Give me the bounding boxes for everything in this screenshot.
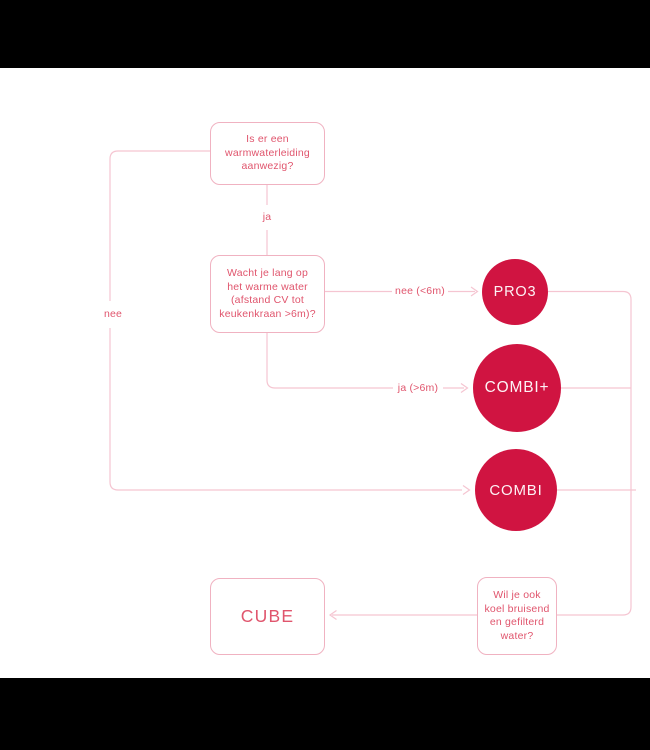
product-combi: COMBI: [475, 449, 557, 531]
question-wachttijd-text: Wacht je lang op het warme water (afstan…: [219, 267, 316, 320]
product-combi-plus-label: COMBI+: [484, 379, 550, 396]
letterbox-top: [0, 0, 650, 68]
question-warmwaterleiding: Is er een warmwaterleiding aanwezig?: [210, 122, 325, 185]
product-cube-label: CUBE: [240, 605, 295, 626]
edge-pro3-bus: [548, 290, 632, 616]
arrowhead-combiplus: [460, 383, 469, 393]
edge-label-ja: ja: [260, 211, 274, 223]
arrowhead-cube: [328, 610, 337, 620]
product-pro3: PRO3: [482, 259, 548, 325]
edge-label-nee-6m: nee (<6m): [393, 285, 447, 297]
question-koel-bruisend-text: Wil je ook koel bruisend en gefilterd wa…: [484, 589, 550, 642]
arrowhead-combi: [462, 485, 471, 495]
edge-nee-bottom: [109, 328, 462, 491]
edge-label-nee: nee: [101, 308, 125, 320]
product-pro3-label: PRO3: [493, 284, 537, 300]
product-combi-label: COMBI: [489, 481, 543, 499]
edge-nee-top: [109, 150, 210, 301]
question-warmwaterleiding-text: Is er een warmwaterleiding aanwezig?: [225, 133, 310, 173]
product-combi-plus: COMBI+: [473, 344, 561, 432]
question-wachttijd: Wacht je lang op het warme water (afstan…: [210, 255, 325, 333]
letterbox-bottom: [0, 678, 650, 750]
edge-ja6m-left: [266, 333, 393, 389]
edge-label-ja-6m: ja (>6m): [395, 382, 441, 394]
product-cube: CUBE: [210, 578, 325, 655]
question-koel-bruisend: Wil je ook koel bruisend en gefilterd wa…: [477, 577, 557, 655]
arrowhead-pro3: [470, 286, 479, 297]
